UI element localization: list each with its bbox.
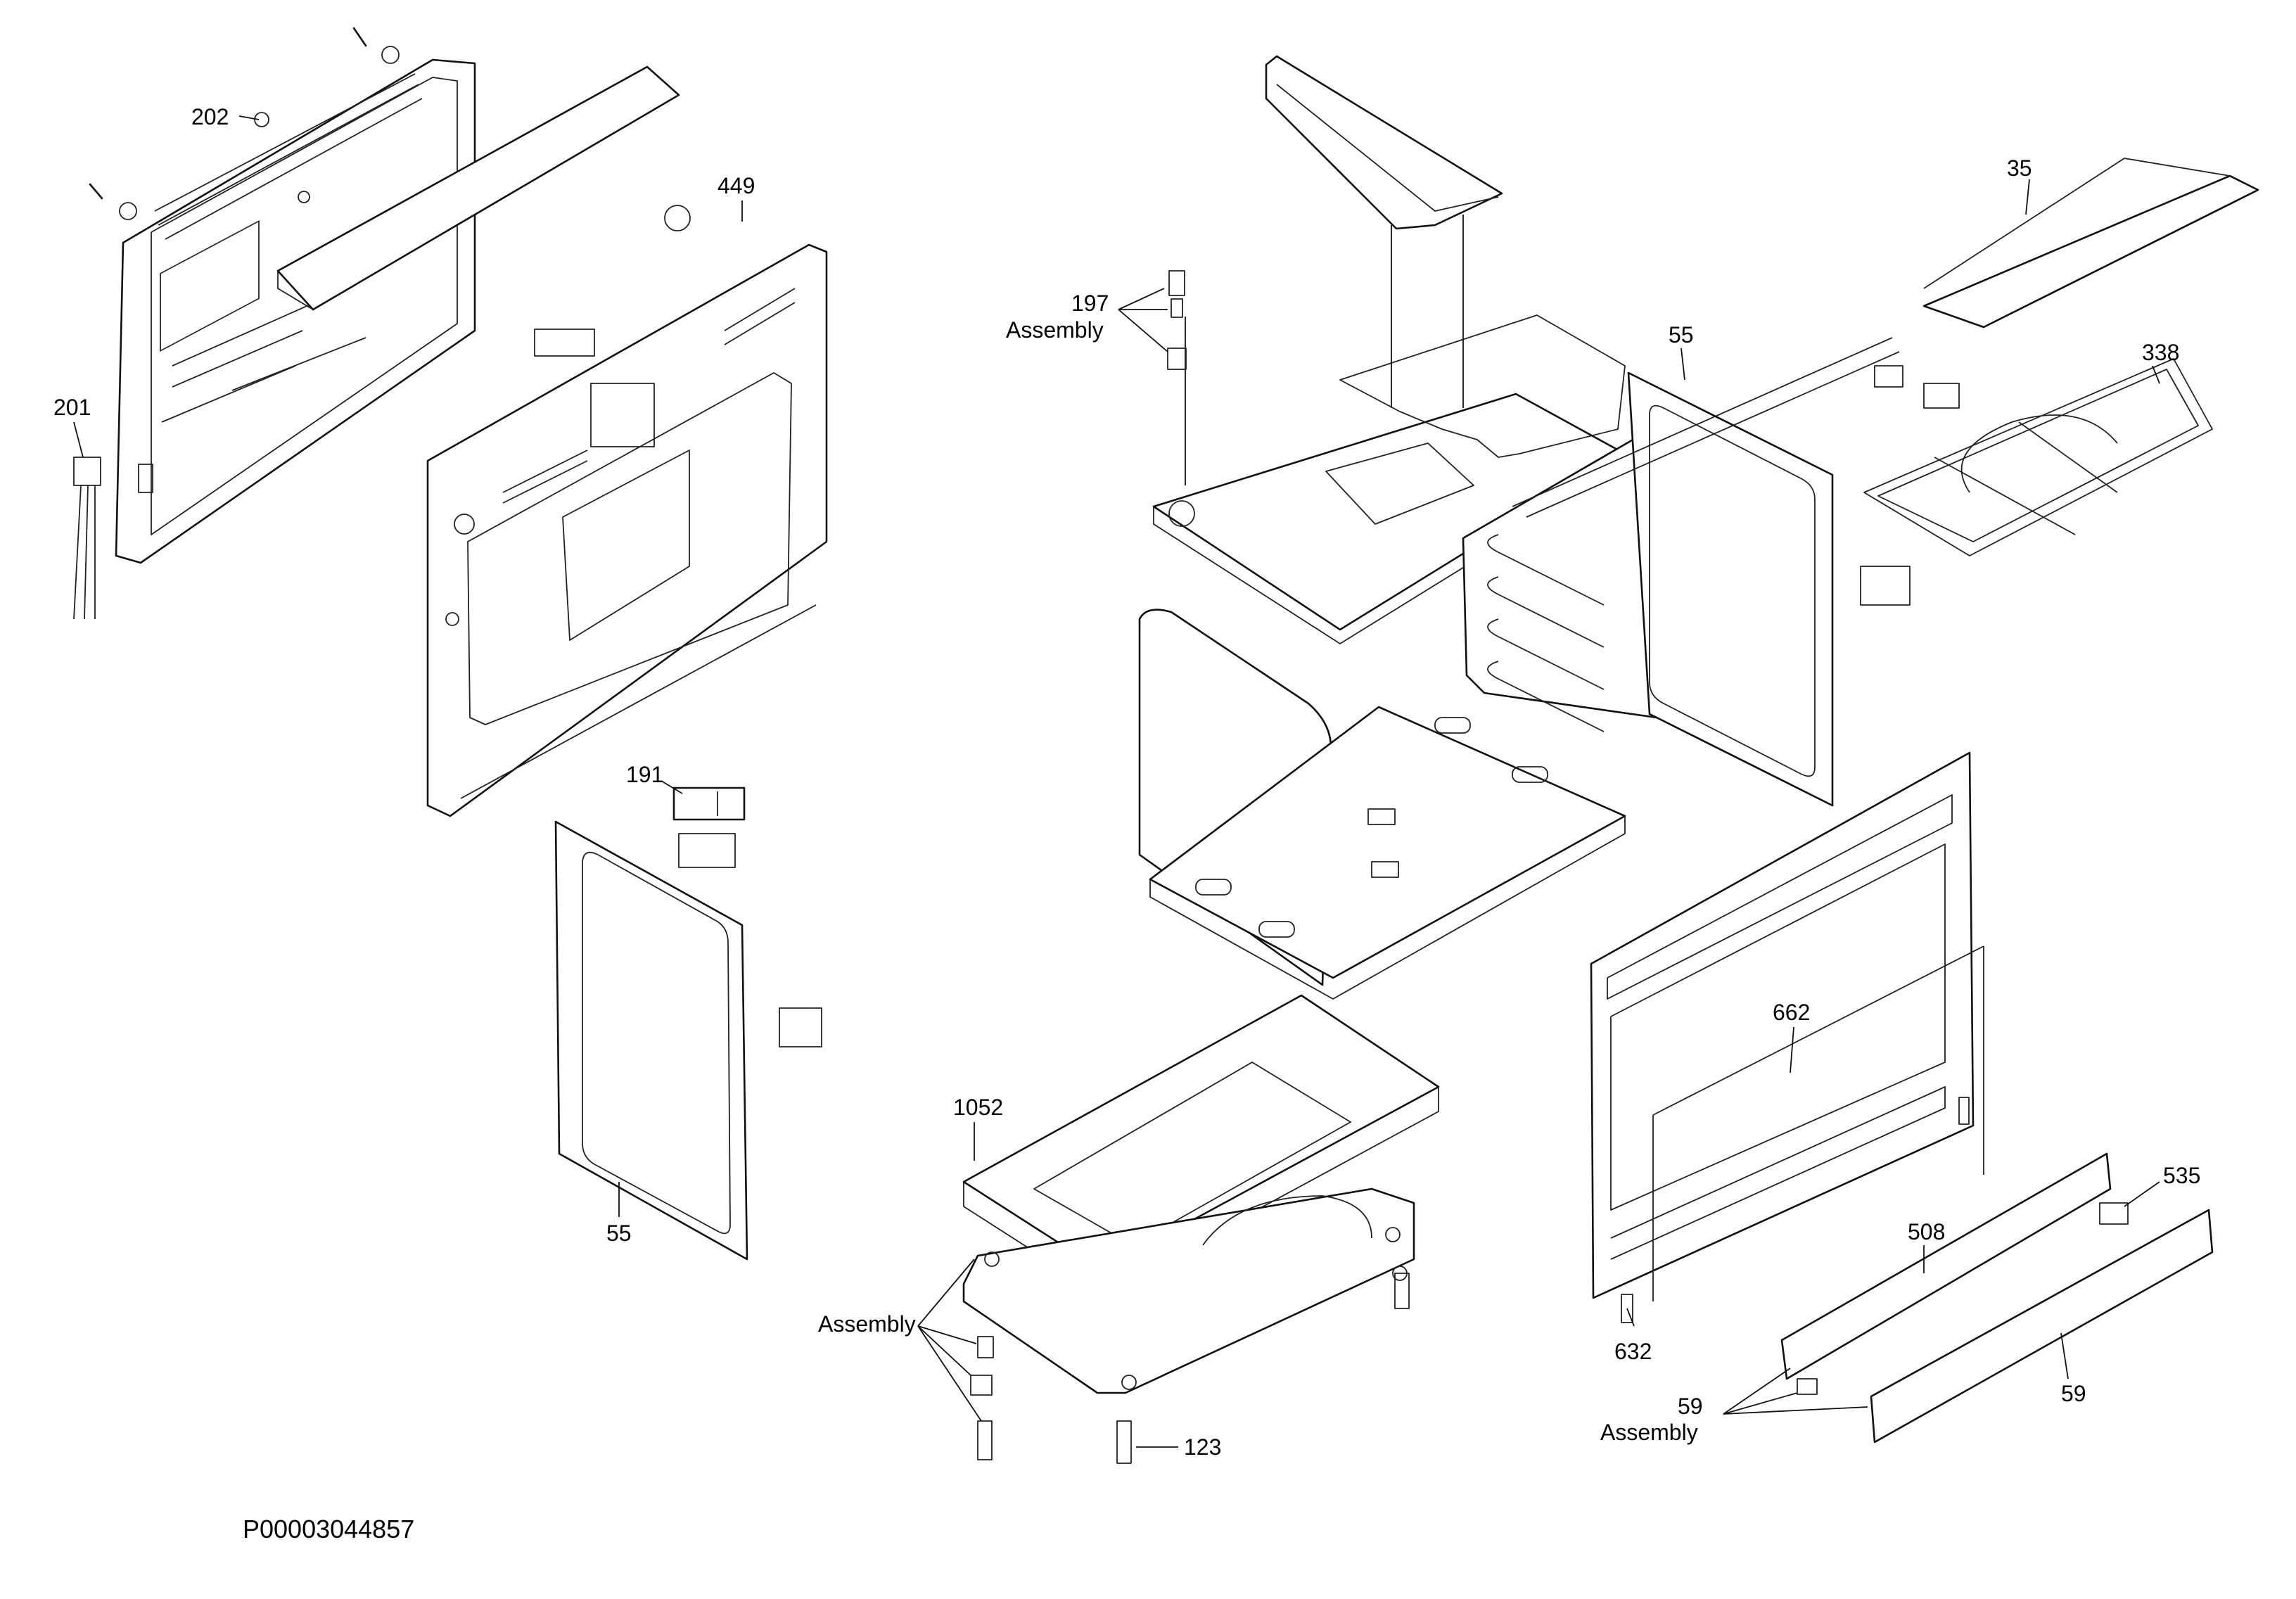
plug-part-201 xyxy=(73,457,101,620)
label-35: 35 xyxy=(2007,155,2032,181)
part-35-panel xyxy=(1922,158,2259,329)
label-508: 508 xyxy=(1908,1219,1945,1244)
label-59: 59 xyxy=(2061,1381,2086,1406)
cavity-shell xyxy=(1138,609,1626,1000)
bottom-plate xyxy=(962,1187,1415,1394)
label-1052: 1052 xyxy=(953,1095,1003,1120)
label-assembly-feet: Assembly xyxy=(818,1311,916,1337)
switch-part-191 xyxy=(672,786,746,868)
top-channel xyxy=(276,65,680,311)
door-glass-frame-left xyxy=(554,820,822,1261)
trim-strips xyxy=(1780,1152,2214,1444)
callout-labels: 202 201 449 197 Assembly 55 35 338 191 5… xyxy=(53,104,2200,1460)
feet xyxy=(970,1273,1410,1464)
label-202: 202 xyxy=(191,104,229,129)
drawing-code: P00003044857 xyxy=(243,1515,415,1543)
label-197-assembly: Assembly xyxy=(1006,317,1104,343)
label-191: 191 xyxy=(626,762,663,787)
label-535: 535 xyxy=(2163,1163,2200,1188)
back-panel xyxy=(89,27,476,564)
top-cover xyxy=(1265,55,1503,230)
label-201: 201 xyxy=(53,395,91,420)
label-59-assembly: Assembly xyxy=(1600,1420,1698,1445)
front-frame-panel xyxy=(426,205,828,817)
heating-element-338 xyxy=(1863,358,2213,556)
door-glass-frame-right xyxy=(1512,337,1911,807)
label-338: 338 xyxy=(2142,340,2179,365)
label-59-assembly-number: 59 xyxy=(1678,1394,1703,1419)
label-449: 449 xyxy=(718,173,755,198)
label-55-left: 55 xyxy=(606,1221,632,1246)
front-control-panel xyxy=(1590,751,1984,1323)
label-123: 123 xyxy=(1184,1434,1221,1460)
label-55-right: 55 xyxy=(1669,322,1694,348)
leader-lines xyxy=(73,115,2160,1448)
label-632: 632 xyxy=(1614,1339,1652,1364)
label-197: 197 xyxy=(1071,291,1109,316)
label-662: 662 xyxy=(1773,1000,1810,1025)
part-197-assembly xyxy=(1167,270,1187,370)
